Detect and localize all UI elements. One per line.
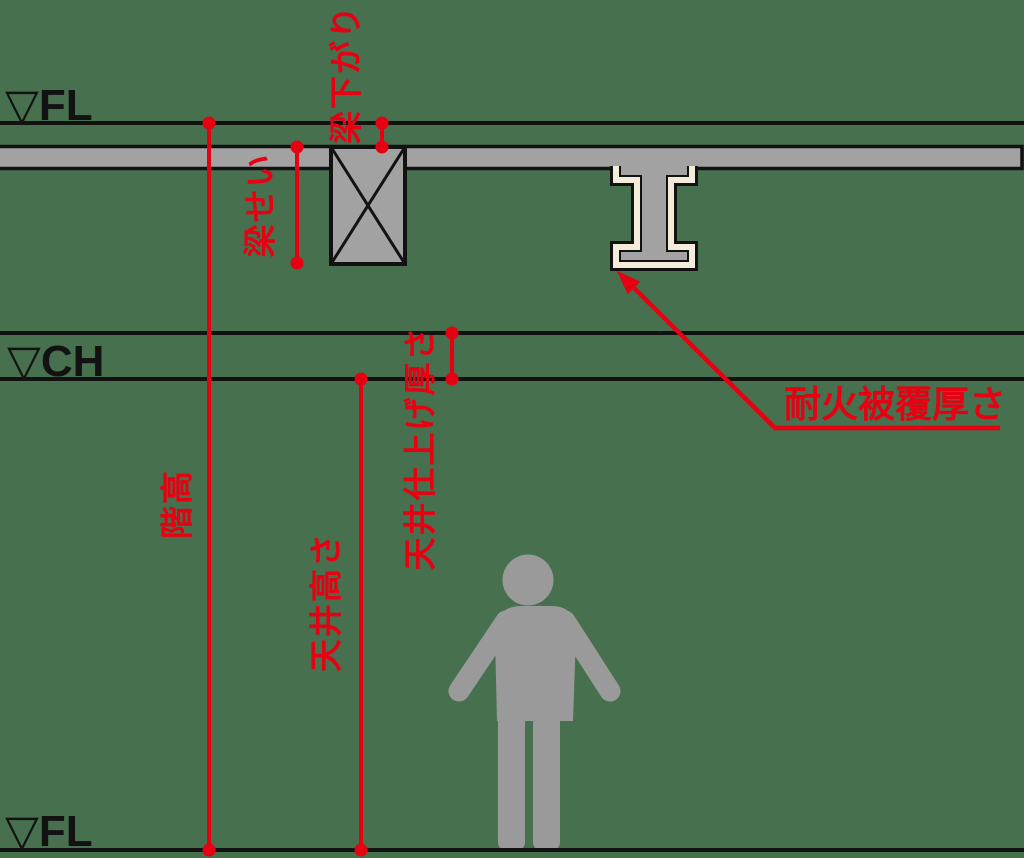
steel-beam bbox=[610, 166, 698, 271]
ceiling-finish-thickness-label: 天井仕上げ厚さ bbox=[401, 325, 439, 571]
fireproof-covering-thickness-label: 耐火被覆厚さ bbox=[784, 384, 1006, 425]
fl-top-line bbox=[0, 121, 1024, 125]
person-right-arm bbox=[554, 610, 621, 702]
floor-slab bbox=[0, 144, 1024, 171]
fl-top-label: ▽FL bbox=[5, 81, 93, 130]
person-left-arm bbox=[448, 610, 517, 702]
beam-drop-dimension bbox=[375, 116, 389, 154]
ceiling-height-label: 天井高さ bbox=[307, 532, 345, 672]
person-right-leg bbox=[533, 706, 560, 851]
beam-depth-dimension bbox=[290, 140, 304, 270]
fireproof-callout-leader bbox=[617, 271, 1000, 431]
floor-height-dimension bbox=[202, 116, 216, 857]
ch-line bbox=[0, 377, 1024, 381]
floor-height-label: 階高 bbox=[158, 469, 196, 539]
steel-i-beam bbox=[621, 166, 687, 260]
leader-arrowhead bbox=[617, 271, 641, 295]
ceiling-height-dimension bbox=[354, 372, 368, 857]
person-torso bbox=[494, 606, 577, 721]
ceiling-finish-thickness-dimension bbox=[445, 326, 459, 386]
person-left-leg bbox=[498, 706, 525, 851]
fl-bottom-line bbox=[0, 848, 1024, 852]
beam-section bbox=[329, 145, 407, 266]
ceiling-finish-top-line bbox=[0, 331, 1024, 335]
person-silhouette bbox=[448, 554, 621, 851]
ch-label: ▽CH bbox=[7, 337, 105, 386]
person-head bbox=[502, 554, 554, 606]
beam-depth-label: 梁せい bbox=[241, 152, 279, 258]
beam-drop-label: 梁下がり bbox=[327, 4, 365, 144]
fl-bottom-label: ▽FL bbox=[5, 807, 93, 856]
beam-section-x-hatch bbox=[329, 146, 407, 265]
